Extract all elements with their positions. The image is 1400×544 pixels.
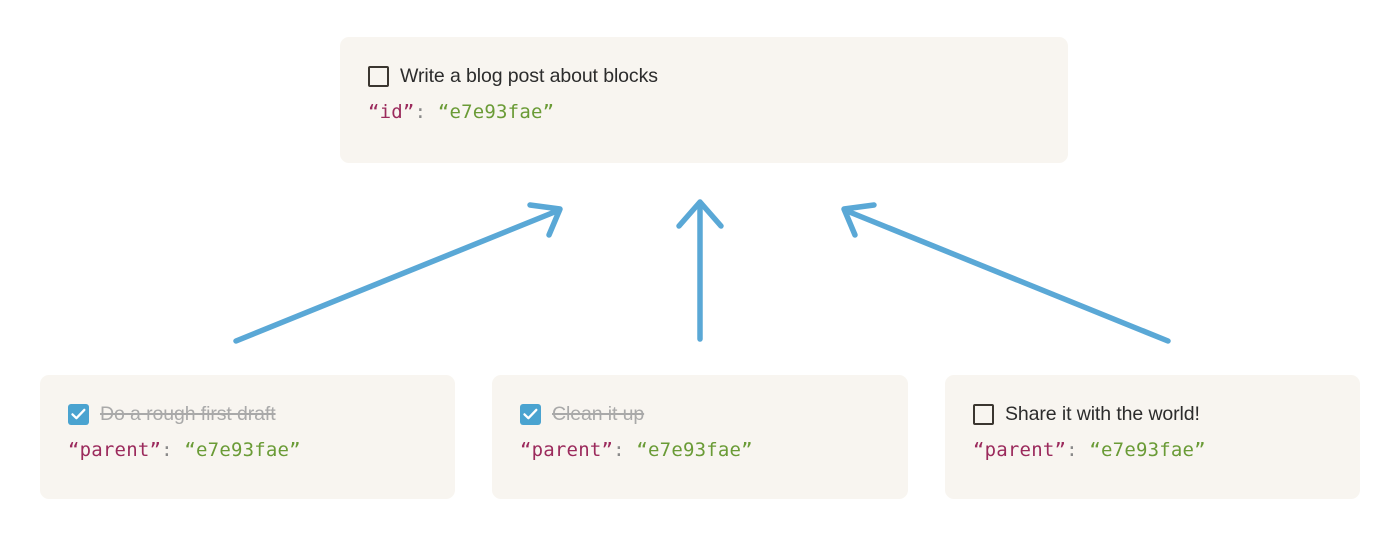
child-todo-label: Do a rough first draft (100, 402, 276, 425)
parent-todo-row[interactable]: Write a blog post about blocks (368, 63, 1068, 89)
json-value: “e7e93fae” (636, 439, 753, 461)
arrow-child-2-to-parent (676, 199, 724, 342)
child-task-card[interactable]: Clean it up “parent”: “e7e93fae” (492, 375, 908, 499)
json-colon: : (161, 439, 173, 461)
arrow-child-3-to-parent (841, 202, 1171, 344)
child-todo-row[interactable]: Share it with the world! (973, 401, 1360, 427)
child-task-card[interactable]: Share it with the world! “parent”: “e7e9… (945, 375, 1360, 499)
child-json-line: “parent”: “e7e93fae” (68, 439, 455, 461)
checkbox-empty-icon[interactable] (973, 403, 994, 425)
child-task-card[interactable]: Do a rough first draft “parent”: “e7e93f… (40, 375, 455, 499)
child-json-line: “parent”: “e7e93fae” (520, 439, 908, 461)
json-key: “parent” (68, 439, 162, 461)
json-value: “e7e93fae” (184, 439, 301, 461)
arrow-child-1-to-parent (233, 202, 563, 344)
parent-task-card[interactable]: Write a blog post about blocks “id”: “e7… (340, 37, 1068, 163)
json-value: “e7e93fae” (437, 101, 555, 123)
checkbox-checked-icon[interactable] (68, 403, 89, 425)
child-todo-label: Share it with the world! (1005, 402, 1200, 425)
json-colon: : (613, 439, 625, 461)
json-colon: : (414, 101, 427, 123)
json-key: “id” (368, 101, 415, 123)
json-key: “parent” (520, 439, 614, 461)
child-todo-row[interactable]: Do a rough first draft (68, 401, 455, 427)
parent-json-line: “id”: “e7e93fae” (368, 101, 1068, 123)
child-todo-label: Clean it up (552, 402, 645, 425)
json-value: “e7e93fae” (1089, 439, 1206, 461)
parent-todo-label: Write a blog post about blocks (400, 64, 658, 87)
child-json-line: “parent”: “e7e93fae” (973, 439, 1360, 461)
checkbox-empty-icon[interactable] (368, 65, 389, 87)
json-key: “parent” (973, 439, 1067, 461)
json-colon: : (1066, 439, 1078, 461)
child-todo-row[interactable]: Clean it up (520, 401, 908, 427)
checkbox-checked-icon[interactable] (520, 403, 541, 425)
